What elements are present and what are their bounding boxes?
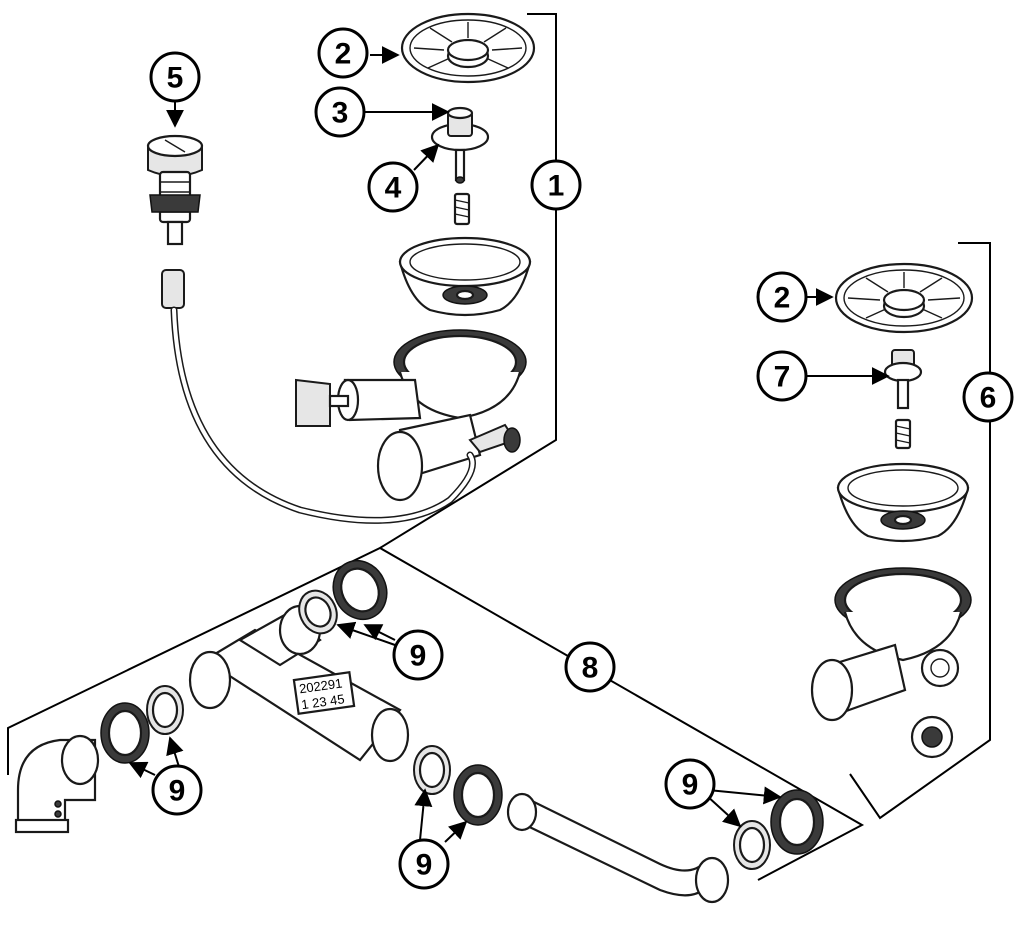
control-hose <box>170 306 476 524</box>
bracket-group-8 <box>7 546 865 881</box>
nut-right <box>770 789 824 855</box>
callout-9-right: 9 <box>664 758 716 810</box>
waste-body-right <box>810 567 972 759</box>
svg-text:9: 9 <box>682 769 699 802</box>
svg-text:2: 2 <box>774 282 791 315</box>
pipe-label-line1: 202291 <box>298 675 343 696</box>
svg-text:5: 5 <box>167 62 184 95</box>
callout-9-left: 9 <box>151 764 203 816</box>
callout-4: 4 <box>367 161 419 213</box>
svg-text:8: 8 <box>582 652 599 685</box>
remote-control-knob <box>146 134 204 309</box>
callout-6: 6 <box>962 371 1014 423</box>
plug-cap-top <box>430 106 490 184</box>
svg-text:9: 9 <box>169 775 186 808</box>
plug-cap-right <box>883 349 923 410</box>
pipe-label-line2: 1 23 45 <box>300 691 345 712</box>
bent-pipe-right <box>506 792 730 904</box>
washer-upper <box>298 589 338 635</box>
callout-3: 3 <box>314 86 366 138</box>
callout-2-right: 2 <box>756 271 808 323</box>
callout-9-upper: 9 <box>392 629 444 681</box>
svg-text:1: 1 <box>548 170 565 203</box>
callout-9-middle: 9 <box>398 838 450 890</box>
callout-1: 1 <box>530 159 582 211</box>
screw-right <box>894 418 912 450</box>
washer-right <box>733 820 771 870</box>
washer-left <box>146 685 184 735</box>
svg-text:2: 2 <box>335 38 352 71</box>
callout-2-top: 2 <box>317 27 369 79</box>
svg-text:7: 7 <box>774 361 791 394</box>
nut-middle <box>453 764 503 826</box>
bracket-group-6 <box>849 242 991 820</box>
basket-strainer-right <box>836 462 970 543</box>
waste-body-top <box>295 329 527 502</box>
basket-strainer-top <box>398 236 532 317</box>
strainer-grid-cover-right <box>834 262 974 334</box>
svg-text:4: 4 <box>385 172 402 205</box>
callout-8: 8 <box>564 641 616 693</box>
svg-text:6: 6 <box>980 382 997 415</box>
screw-top <box>453 192 471 226</box>
t-pipe: 202291 1 23 45 <box>188 604 410 763</box>
strainer-grid-cover-top <box>400 12 536 84</box>
elbow-left <box>14 734 100 834</box>
svg-text:9: 9 <box>410 640 427 673</box>
svg-text:9: 9 <box>416 849 433 882</box>
callout-7: 7 <box>756 350 808 402</box>
bracket-group-1 <box>379 13 557 549</box>
nut-upper-right <box>332 559 388 621</box>
callout-5: 5 <box>149 51 201 103</box>
nut-left <box>100 702 150 764</box>
washer-middle <box>413 745 451 795</box>
svg-text:3: 3 <box>332 97 349 130</box>
